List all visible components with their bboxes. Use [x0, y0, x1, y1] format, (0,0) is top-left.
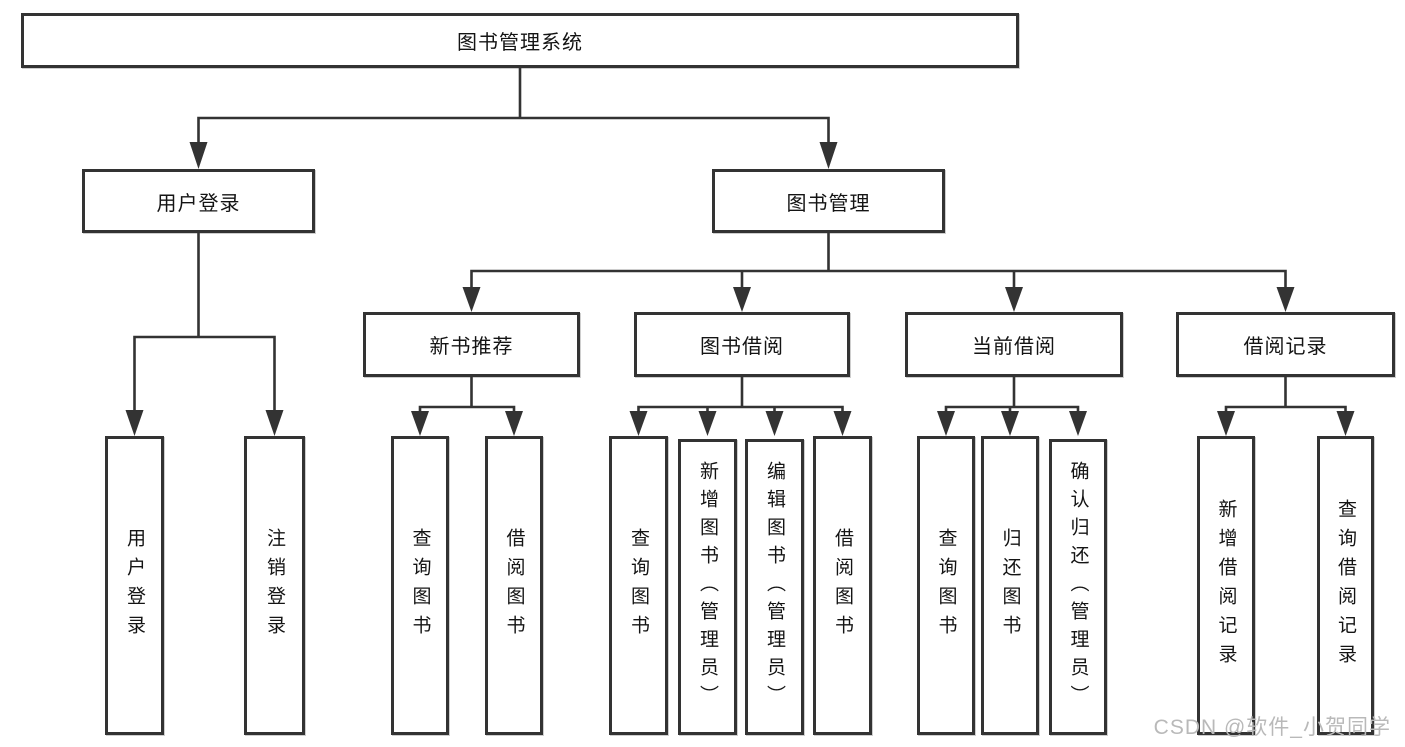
node-book-management: 图书管理: [712, 169, 945, 233]
node-label: 图书管理: [786, 192, 871, 215]
node-borrow-records: 借阅记录: [1176, 312, 1395, 377]
leaf-add-borrow-record: 新增借阅记录: [1197, 436, 1255, 735]
node-label: 借阅图书: [503, 527, 525, 644]
node-label: 归还图书: [999, 527, 1021, 644]
node-user-login: 用户登录: [82, 169, 315, 233]
leaf-edit-book-admin: 编辑图书（管理员）: [745, 439, 804, 735]
leaf-logout: 注销登录: [244, 436, 305, 735]
node-new-book-recommend: 新书推荐: [363, 312, 580, 377]
leaf-borrow-book: 借阅图书: [813, 436, 872, 735]
leaf-query-book-recommend: 查询图书: [391, 436, 449, 735]
node-label: 确认归还（管理员）: [1067, 461, 1089, 713]
node-book-borrow: 图书借阅: [634, 312, 850, 377]
node-label: 新书推荐: [429, 336, 514, 358]
csdn-watermark: CSDN @软件_小贺同学: [1153, 716, 1391, 739]
node-label: 查询图书: [628, 527, 649, 644]
node-current-borrow: 当前借阅: [905, 312, 1123, 377]
node-label: 当前借阅: [972, 336, 1056, 358]
leaf-query-borrow-record: 查询借阅记录: [1317, 436, 1374, 735]
node-label: 新增借阅记录: [1215, 498, 1237, 673]
leaf-query-book-borrow: 查询图书: [609, 436, 668, 735]
node-label: 借阅记录: [1243, 336, 1328, 358]
node-label: 查询借阅记录: [1335, 498, 1356, 673]
leaf-confirm-return-admin: 确认归还（管理员）: [1049, 439, 1107, 735]
node-label: 查询图书: [935, 527, 957, 644]
node-label: 注销登录: [264, 527, 285, 644]
node-label: 用户登录: [156, 192, 241, 215]
node-label: 图书管理系统: [457, 32, 583, 54]
node-label: 借阅图书: [832, 527, 853, 644]
leaf-query-book-current: 查询图书: [917, 436, 975, 735]
leaf-user-login: 用户登录: [105, 436, 164, 735]
node-label: 编辑图书（管理员）: [764, 461, 785, 713]
leaf-borrow-book-recommend: 借阅图书: [485, 436, 543, 735]
leaf-return-book: 归还图书: [981, 436, 1039, 735]
node-root-library-system: 图书管理系统: [21, 13, 1019, 68]
node-label: 新增图书（管理员）: [697, 461, 718, 713]
leaf-add-book-admin: 新增图书（管理员）: [678, 439, 737, 735]
node-label: 用户登录: [124, 527, 145, 644]
node-label: 图书借阅: [700, 336, 784, 358]
node-label: 查询图书: [409, 527, 431, 644]
